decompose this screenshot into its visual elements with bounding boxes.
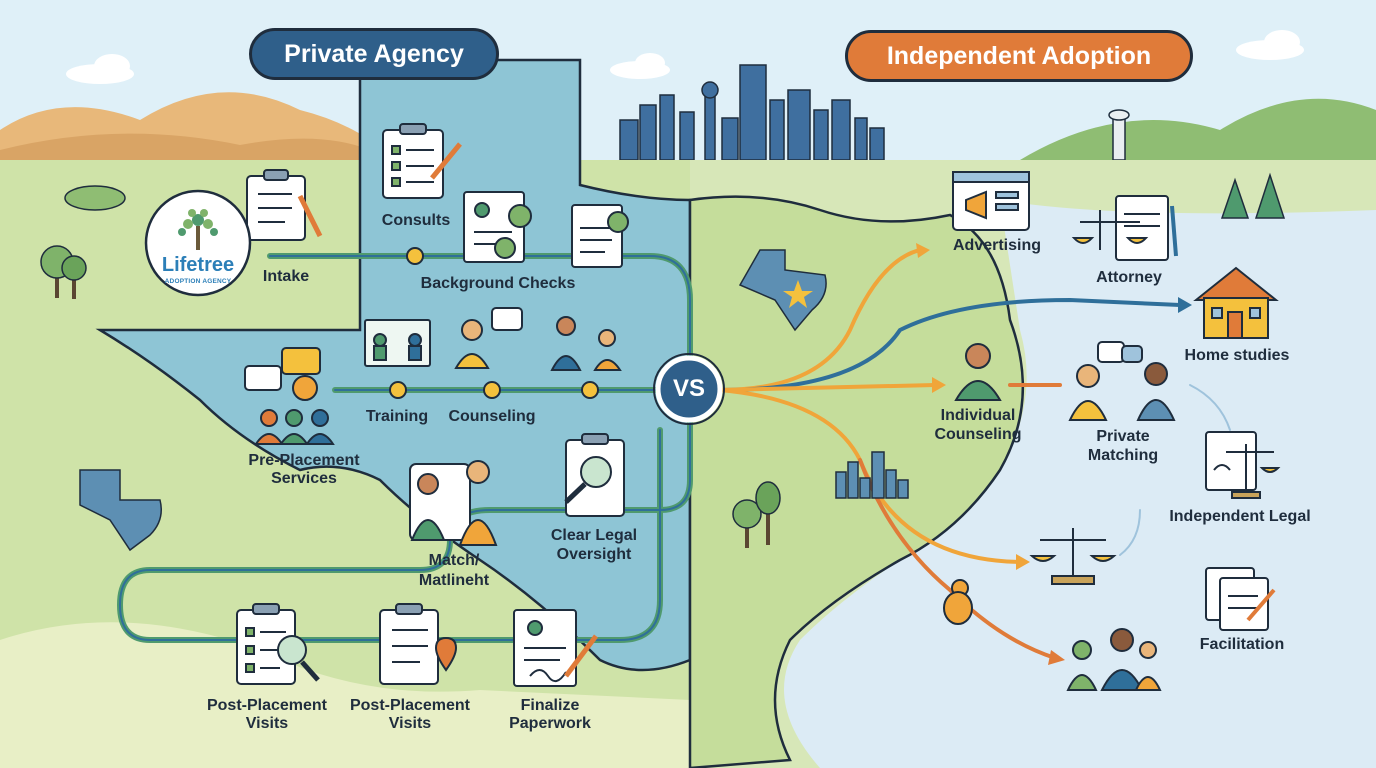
counseling-person-icon	[454, 307, 523, 369]
label-post-placement-a-line1: Post-Placement	[206, 697, 328, 714]
vs-label: VS	[672, 375, 705, 402]
clouds	[66, 30, 1304, 84]
logo-name: Lifetree	[161, 254, 235, 276]
small-skyline-icon	[835, 451, 909, 499]
advertising-megaphone-icon	[952, 171, 1030, 231]
label-attorney: Attorney	[1096, 269, 1162, 286]
city-skyline	[619, 64, 885, 161]
independent-path	[718, 248, 1231, 660]
label-advertising: Advertising	[952, 237, 1041, 254]
consults-clipboard-icon	[382, 123, 462, 199]
star-icon	[783, 280, 813, 308]
attorney-scales-icon	[1071, 195, 1178, 261]
label-finalize-line2: Paperwork	[509, 715, 591, 732]
label-independent-legal: Independent Legal	[1169, 508, 1311, 525]
label-private-matching-line1: Private	[1096, 428, 1150, 445]
scales-icon	[1029, 528, 1117, 585]
family-icon	[1066, 628, 1162, 691]
vs-badge-outline	[653, 353, 725, 425]
label-counseling: Counseling	[448, 408, 536, 425]
home-icon	[1193, 266, 1279, 339]
person-on-path-icon	[943, 579, 973, 625]
label-match-line1: Match/	[428, 552, 480, 569]
private-agency-path	[116, 253, 693, 643]
label-post-placement-a-line2: Visits	[245, 715, 289, 732]
label-individual-counseling-line1: Individual	[940, 407, 1016, 424]
bush	[64, 185, 126, 211]
label-match-line2: Matlineht	[418, 572, 490, 589]
label-private-matching-line2: Matching	[1087, 447, 1159, 464]
path-nodes	[389, 247, 599, 399]
right-hills	[1020, 98, 1376, 170]
background-check-documents-icon	[463, 191, 629, 268]
arrowheads	[916, 243, 1192, 665]
post-placement-clipboard-2-icon	[379, 603, 458, 685]
independent-adoption-title: Independent Adoption	[845, 30, 1193, 82]
independent-legal-document-icon	[1205, 431, 1281, 499]
label-home-studies: Home studies	[1184, 347, 1290, 364]
label-post-placement-b-line1: Post-Placement	[349, 697, 471, 714]
post-placement-clipboard-1-icon	[236, 603, 320, 685]
match-handshake-icon	[409, 460, 498, 546]
small-texas-right-icon	[738, 249, 827, 332]
label-facilitation: Facilitation	[1199, 636, 1285, 653]
label-background-checks: Background Checks	[420, 275, 576, 292]
counseling-pair-icon	[550, 316, 622, 371]
private-agency-title: Private Agency	[249, 28, 499, 80]
legal-oversight-clipboard-icon	[564, 433, 625, 517]
left-lowland	[0, 622, 690, 768]
individual-counselor-icon	[954, 343, 1002, 401]
small-texas-left-icon	[79, 469, 162, 552]
vs-badge	[655, 355, 723, 423]
tree-logo-icon	[178, 209, 218, 250]
label-training: Training	[365, 408, 429, 425]
private-matching-handshake-icon	[1068, 341, 1176, 421]
label-post-placement-b-line2: Visits	[388, 715, 432, 732]
label-pre-placement-line2: Services	[271, 470, 337, 487]
trees	[40, 172, 1286, 548]
logo-subtitle: ADOPTION AGENCY	[164, 278, 232, 285]
pre-placement-group-icon	[244, 347, 335, 445]
label-intake: Intake	[262, 268, 310, 285]
label-individual-counseling-line2: Counseling	[934, 426, 1022, 443]
finalize-paperwork-icon	[513, 609, 598, 687]
label-legal-oversight-line2: Oversight	[556, 546, 632, 563]
label-pre-placement-line1: Pre-Placement	[248, 452, 360, 469]
label-consults: Consults	[381, 212, 451, 229]
training-board-icon	[364, 319, 431, 367]
label-finalize-line1: Finalize	[520, 697, 580, 714]
tower	[1108, 109, 1130, 161]
intake-clipboard-icon	[246, 169, 323, 241]
label-legal-oversight-line1: Clear Legal	[550, 527, 638, 544]
facilitation-documents-icon	[1205, 567, 1276, 631]
